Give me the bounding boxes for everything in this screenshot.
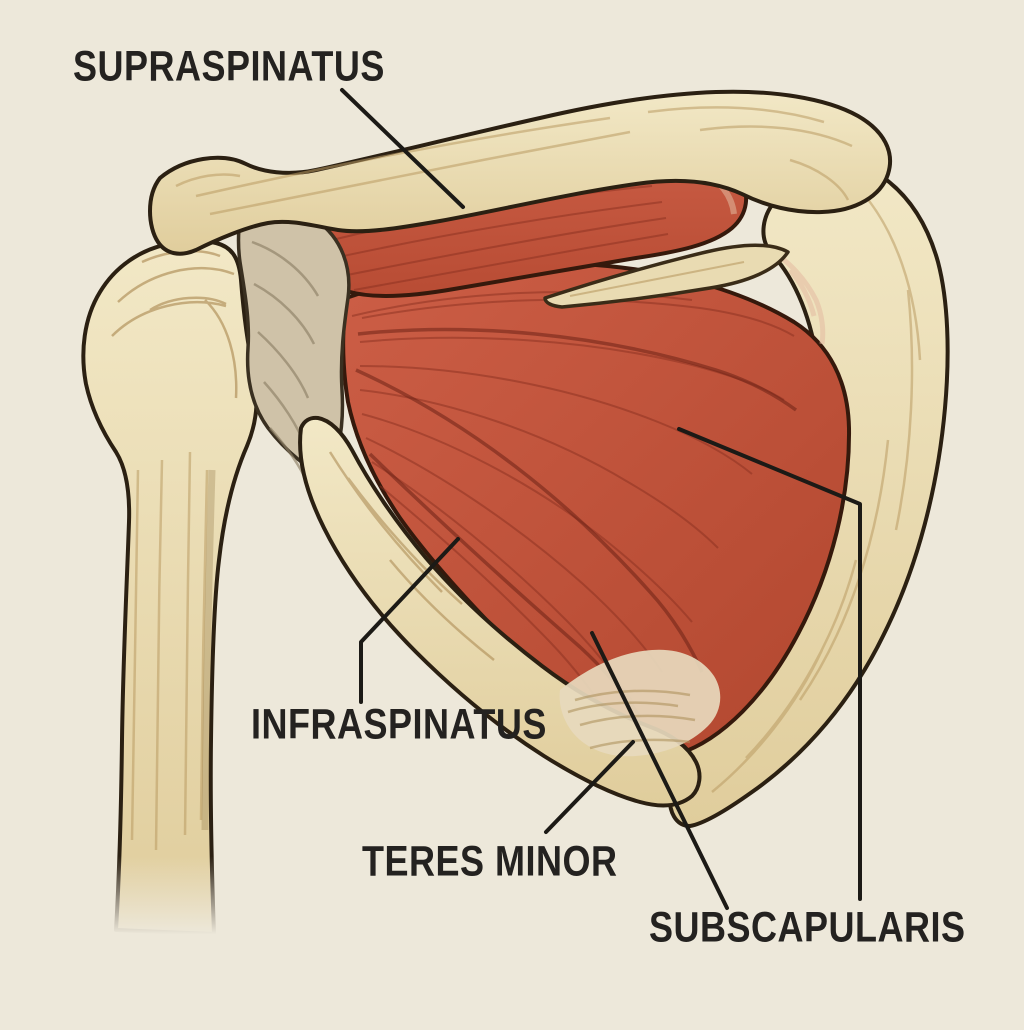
teres-minor-region (559, 649, 721, 757)
supraspinatus-leader-line (340, 88, 465, 209)
label-teres-minor: TERES MINOR (362, 836, 618, 885)
tendon-highlight (768, 247, 826, 345)
clavicle-acromion-bone (148, 89, 893, 256)
label-supraspinatus: SUPRASPINATUS (73, 41, 385, 90)
label-infraspinatus: INFRASPINATUS (251, 699, 547, 748)
scapular-spine-wedge (543, 243, 790, 309)
subscapularis-leader-line-diagonal (590, 631, 729, 910)
teres-minor-leader-line (544, 740, 635, 834)
infraspinatus-leader-line (359, 537, 460, 704)
subscapularis-leader-line-bent (677, 427, 862, 901)
label-subscapularis: SUBSCAPULARIS (649, 902, 966, 951)
infraspinatus-muscle (341, 247, 852, 760)
